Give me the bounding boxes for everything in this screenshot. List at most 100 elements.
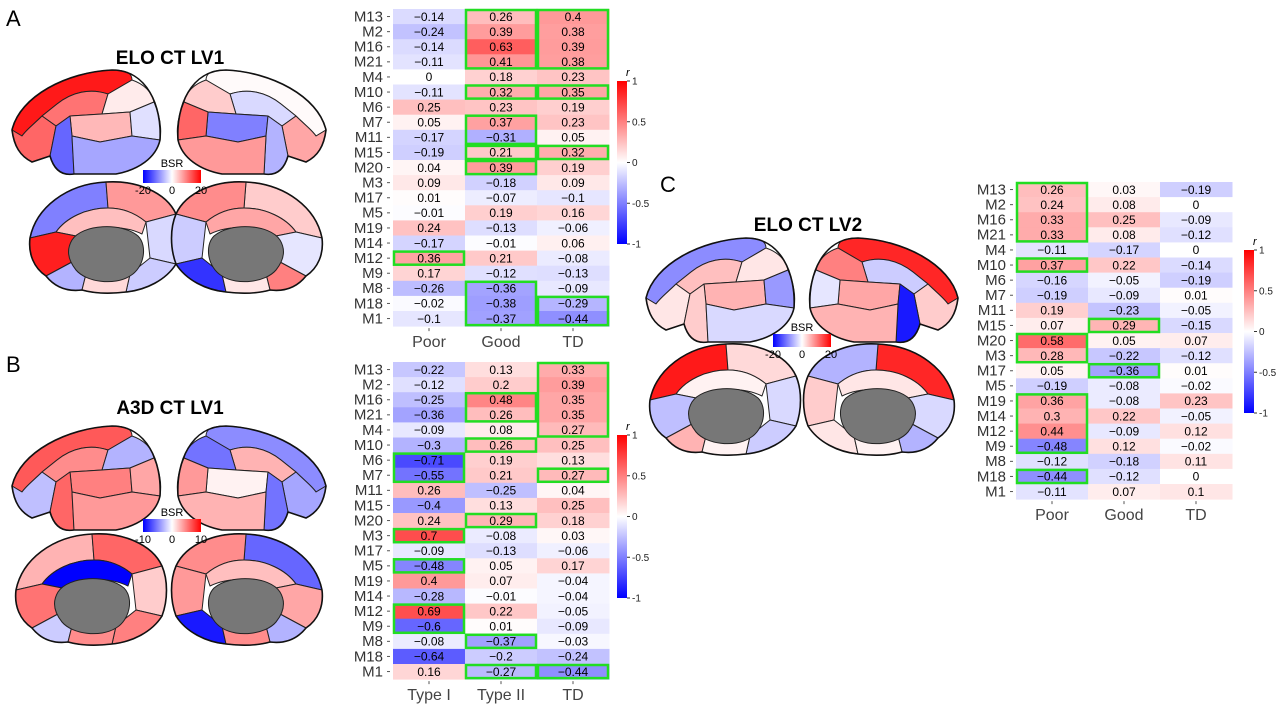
heatmap-cell [393,377,466,393]
heatmap-cell [1016,257,1089,274]
bsr-tick-b-mid: 0 [169,534,175,546]
highlight-box [464,8,538,70]
cell-value: 0.08 [1112,198,1136,212]
heatmap-cell [1016,348,1089,364]
heatmap-cell [465,69,538,85]
heatmap-cell [1160,333,1233,349]
heatmap-cell [1160,423,1233,440]
cell-value: 0.33 [561,363,585,377]
row-label: M18 [354,648,383,665]
cell-value: 0.28 [1040,349,1064,363]
cell-value: −0.29 [558,297,589,311]
cell-value: −0.19 [1181,183,1212,197]
cell-value: 0.35 [561,408,585,422]
cell-value: 0.16 [561,206,585,220]
highlight-box [536,144,610,161]
heatmap-cell [393,528,466,544]
cell-value: −0.37 [486,635,517,649]
cell-value: −0.02 [414,297,445,311]
cell-value: −0.11 [414,85,444,99]
brain-outline [170,533,324,647]
cell-value: 0.01 [1184,288,1208,302]
heatmap-cell [537,392,610,408]
cell-value: 0.26 [489,10,513,24]
heatmap-cell [393,220,466,236]
cell-value: 0.48 [489,393,513,407]
heatmap-cell [393,99,466,116]
heatmap-cell [465,114,538,131]
cell-value: 0.08 [1112,228,1136,242]
row-label: M17 [977,363,1006,380]
heatmap-cell [1088,393,1161,409]
cell-value: 0.21 [489,468,513,482]
brain-maps-b [11,425,327,647]
heatmap-cell [393,235,466,252]
heatmap-cell [537,362,610,378]
cell-value: 0.09 [561,176,585,190]
highlight-box [464,114,538,146]
heatmap-cell [1160,438,1233,455]
heatmap-cell [393,69,466,85]
brain-hemisphere [808,237,959,344]
column-label: Good [1104,507,1143,524]
row-label: M18 [354,295,383,312]
brain-outline [809,237,959,344]
legend-tick: -0.5 [632,199,650,210]
cell-value: 0.11 [1185,455,1208,469]
cell-value: −0.09 [1109,424,1140,438]
heatmap-cell [537,9,610,25]
highlight-box [1015,468,1089,485]
panel-title-b: A3D CT LV1 [116,398,224,419]
brain-outline [645,237,795,344]
cell-value: −0.08 [1109,394,1140,408]
cell-value: 0.26 [417,484,441,498]
row-label: M5 [362,205,383,222]
cell-value: 0.23 [1184,394,1208,408]
column-label: Good [481,334,520,351]
heatmap-cell [1160,348,1233,364]
cell-value: 0.36 [1040,394,1064,408]
brain-outline [802,343,956,457]
cell-value: 0.23 [561,115,585,129]
heatmap-cell [393,190,466,206]
heatmap-cell [1088,378,1161,394]
cell-value: 0.05 [1040,364,1064,378]
cell-value: −0.71 [414,453,445,467]
heatmap-cell [1088,468,1161,485]
bsr-tick-a-min: -20 [135,185,151,197]
heatmap-cell [393,129,466,146]
cell-value: −0.1 [561,191,585,205]
heatmap-cell [465,280,538,297]
cell-value: −0.07 [486,191,517,205]
column-label: TD [562,687,583,704]
cell-value: 0.33 [1040,228,1064,242]
heatmap-cell [537,543,610,559]
cell-value: −0.08 [414,635,445,649]
cell-value: 0.23 [561,70,585,84]
heatmap-cell [465,648,538,665]
cell-value: 0.21 [489,146,513,160]
heatmap-cell [465,407,538,423]
cell-value: −0.02 [1181,379,1212,393]
row-label: M20 [354,512,383,529]
highlight-box [392,250,466,266]
cell-value: −0.3 [417,438,441,452]
cell-value: 0.39 [561,378,585,392]
cell-value: −0.02 [1181,439,1212,453]
row-label: M9 [362,265,383,282]
highlight-box [464,144,538,161]
cell-value: 0.19 [561,161,585,175]
row-label: M2 [362,23,383,40]
legend-tick: 0 [632,512,638,523]
heatmap-cell [1016,453,1089,470]
heatmap-cell [393,9,466,25]
cell-value: −0.12 [1181,228,1212,242]
row-label: M11 [355,482,383,499]
row-label: M20 [977,332,1006,349]
heatmap-cell [1016,287,1089,304]
cell-value: 0.23 [489,100,513,114]
cell-value: −0.37 [486,312,517,326]
heatmap-cell [393,54,466,70]
heatmap-cell [1088,257,1161,274]
